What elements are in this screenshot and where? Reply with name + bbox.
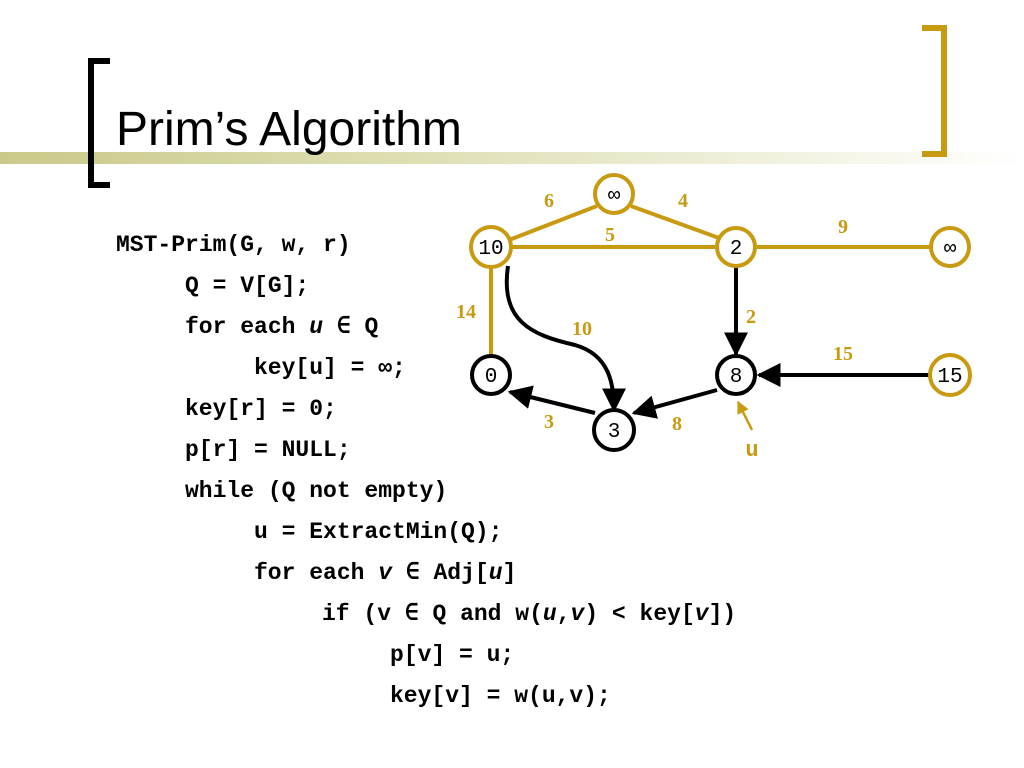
code-line-12: key[v] = w(u,v); (390, 683, 611, 709)
svg-text:15: 15 (937, 366, 962, 389)
node-three: 3 (592, 408, 636, 452)
left-bracket-icon (88, 58, 110, 188)
weight-label-6: 6 (544, 190, 554, 212)
weight-label-4: 4 (678, 190, 688, 212)
code-line-8: u = ExtractMin(Q); (254, 519, 503, 545)
node-right: ∞ (929, 226, 971, 268)
weight-label-8: 8 (672, 413, 682, 435)
svg-text:3: 3 (608, 421, 621, 444)
page-title: Prim’s Algorithm (116, 103, 462, 156)
weight-label-5: 5 (605, 224, 615, 246)
code-line-9: for each v ∈ Adj[u] (254, 560, 517, 586)
code-line-1: MST-Prim(G, w, r) (116, 232, 351, 258)
weight-label-14: 14 (456, 301, 476, 323)
node-fifteen: 15 (928, 353, 972, 397)
svg-text:2: 2 (730, 238, 743, 261)
title-underline-bar (0, 152, 1024, 164)
edge-left-top (508, 204, 598, 242)
code-line-11: p[v] = u; (390, 642, 515, 668)
weight-label-15: 15 (833, 343, 853, 365)
code-line-4: key[u] = ∞; (254, 355, 406, 381)
right-bracket-icon (922, 25, 947, 157)
weight-label-3: 3 (544, 411, 554, 433)
weight-label-10: 10 (572, 318, 592, 340)
node-mid: 2 (715, 226, 757, 268)
code-line-5: key[r] = 0; (185, 396, 337, 422)
svg-text:10: 10 (478, 238, 503, 261)
node-eight: 8 (715, 354, 757, 396)
code-line-3: for each u ∈ Q (185, 314, 379, 340)
edge-eight-three-arrow (631, 388, 718, 419)
svg-text:8: 8 (730, 366, 743, 389)
node-top: ∞ (593, 173, 635, 215)
node-left: 10 (469, 225, 513, 269)
edge-top-mid (630, 204, 720, 240)
svg-text:∞: ∞ (608, 185, 621, 208)
svg-text:0: 0 (485, 366, 498, 389)
code-line-6: p[r] = NULL; (185, 437, 351, 463)
weight-label-2: 2 (746, 306, 756, 328)
edge-left-three-arrow (504, 265, 626, 413)
code-line-2: Q = V[G]; (185, 273, 310, 299)
code-line-7: while (Q not empty) (185, 478, 448, 504)
node-zero: 0 (470, 354, 512, 396)
svg-text:∞: ∞ (944, 238, 957, 261)
code-line-10: if (v ∈ Q and w(u,v) < key[v]) (322, 601, 737, 627)
edge-three-zero-arrow (507, 385, 596, 415)
pointer-u-arrow (736, 400, 754, 431)
weight-label-9: 9 (838, 216, 848, 238)
pointer-u-label: u (745, 438, 758, 463)
